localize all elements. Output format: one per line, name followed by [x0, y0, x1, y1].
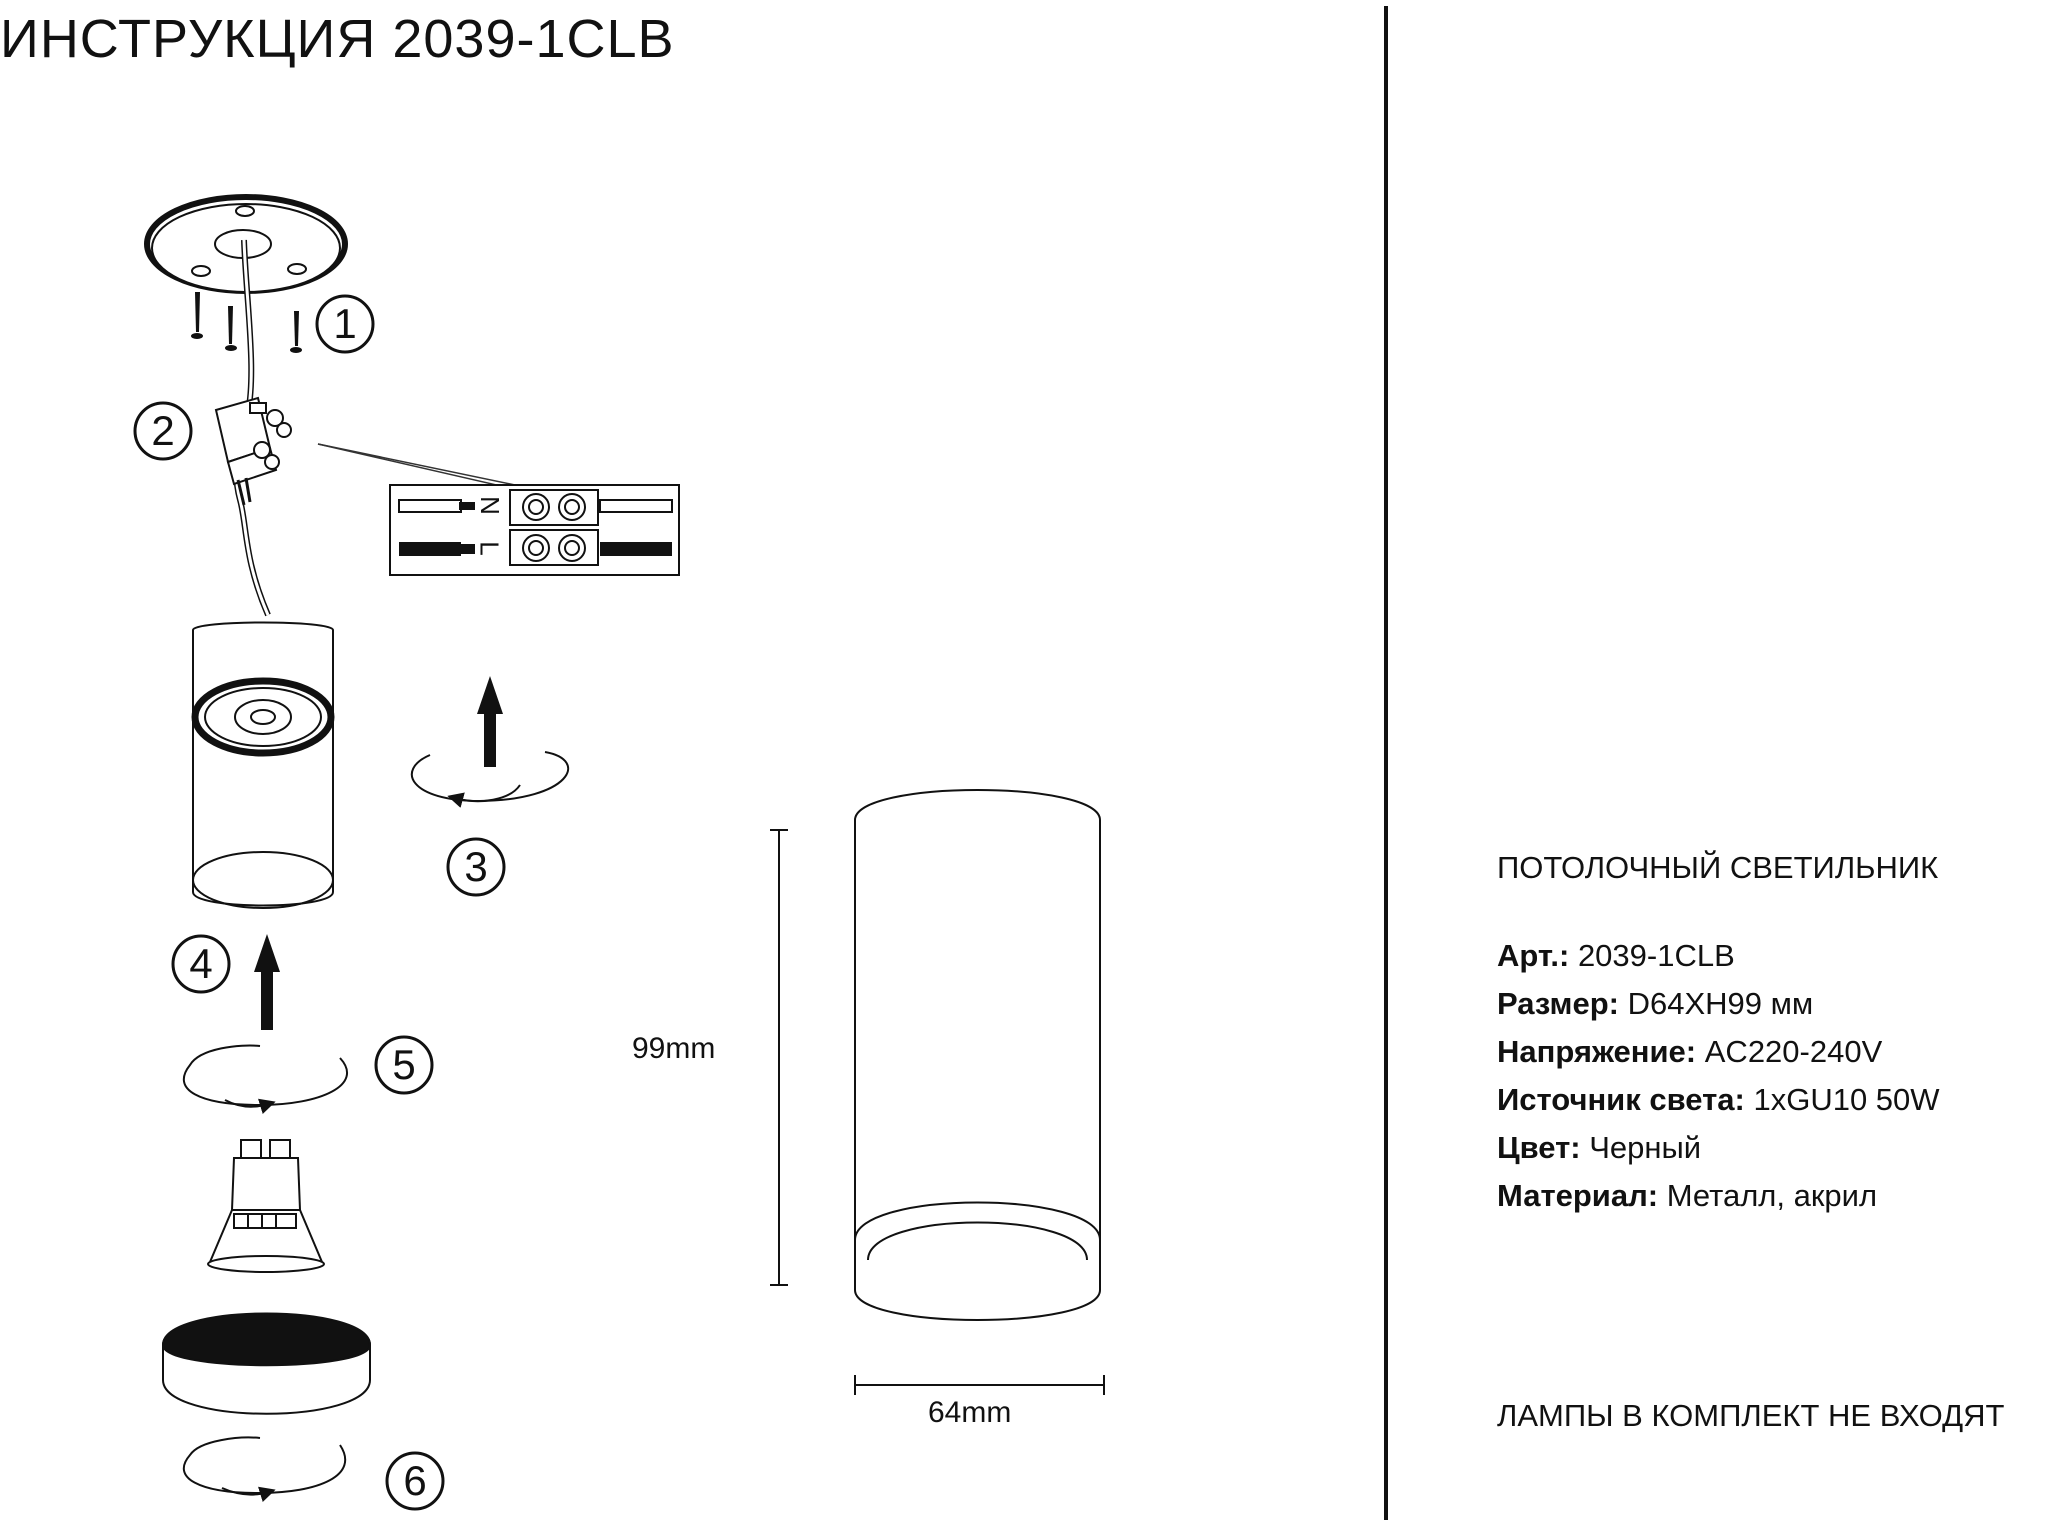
step-marker-1: 1 [314, 293, 376, 355]
spec-panel: ПОТОЛОЧНЫЙ СВЕТИЛЬНИК Арт.: 2039-1CLB Ра… [1497, 0, 2048, 1520]
spec-row-material: Материал: Металл, акрил [1497, 1178, 1877, 1214]
rotate-arrow-3 [410, 676, 570, 808]
live-wire-label: L [474, 541, 505, 556]
spec-label: Напряжение: [1497, 1034, 1697, 1069]
step-marker-6: 6 [384, 1450, 446, 1512]
step-number: 5 [392, 1041, 416, 1088]
rotate-arrow-5 [183, 1044, 348, 1114]
step-circle-icon [171, 934, 231, 994]
neutral-wire-label: N [474, 496, 505, 515]
rotate-arrow-6 [183, 1436, 347, 1502]
step-circle-icon [385, 1451, 445, 1511]
page-title: ИНСТРУКЦИЯ 2039-1CLB [0, 9, 675, 69]
gu10-lamp [207, 1139, 325, 1273]
spec-label: Цвет: [1497, 1130, 1581, 1165]
step-number: 1 [333, 300, 357, 347]
spec-value: D64XH99 мм [1627, 986, 1814, 1021]
step-marker-5: 5 [373, 1034, 435, 1096]
terminal-block [214, 396, 292, 506]
spec-value: AC220-240V [1704, 1034, 1883, 1069]
height-dimension-label: 99mm [632, 1032, 716, 1065]
step-marker-4: 4 [170, 933, 232, 995]
width-dimension-line [854, 1375, 1105, 1395]
step-number: 2 [151, 407, 175, 454]
spec-row-color: Цвет: Черный [1497, 1130, 1701, 1166]
step-number: 3 [464, 843, 488, 890]
step-circle-icon [374, 1035, 434, 1095]
step-marker-2: 2 [132, 400, 194, 462]
step-circle-icon [446, 837, 506, 897]
product-type: ПОТОЛОЧНЫЙ СВЕТИЛЬНИК [1497, 850, 1939, 885]
spec-row-size: Размер: D64XH99 мм [1497, 986, 1813, 1022]
width-dimension-label: 64mm [928, 1396, 1012, 1429]
spec-row-voltage: Напряжение: AC220-240V [1497, 1034, 1882, 1070]
spec-value: 2039-1CLB [1577, 938, 1735, 973]
luminaire-body [191, 621, 335, 909]
step-marker-3: 3 [445, 836, 507, 898]
spec-value: Металл, акрил [1666, 1178, 1878, 1213]
step-number: 4 [189, 940, 213, 987]
spec-value: Черный [1589, 1130, 1702, 1165]
spec-label: Размер: [1497, 986, 1619, 1021]
spec-label: Арт.: [1497, 938, 1570, 973]
spec-value: 1xGU10 50W [1753, 1082, 1940, 1117]
spec-label: Материал: [1497, 1178, 1659, 1213]
wiring-detail [389, 484, 680, 576]
step-circle-icon [315, 294, 375, 354]
lamps-not-included-note: ЛАМПЫ В КОМПЛЕКТ НЕ ВХОДЯТ [1497, 1398, 2005, 1433]
vertical-divider [1384, 6, 1388, 1520]
step-circle-icon [133, 401, 193, 461]
wiring-leader [317, 443, 516, 490]
step-number: 6 [403, 1457, 427, 1504]
spec-row-article: Арт.: 2039-1CLB [1497, 938, 1735, 974]
spec-label: Источник света: [1497, 1082, 1745, 1117]
diffuser-ring [161, 1312, 372, 1415]
spec-row-light-source: Источник света: 1xGU10 50W [1497, 1082, 1940, 1118]
height-dimension-line [770, 829, 788, 1286]
up-arrow-4 [254, 934, 280, 1030]
screws [191, 292, 302, 353]
assembled-luminaire [854, 789, 1101, 1321]
